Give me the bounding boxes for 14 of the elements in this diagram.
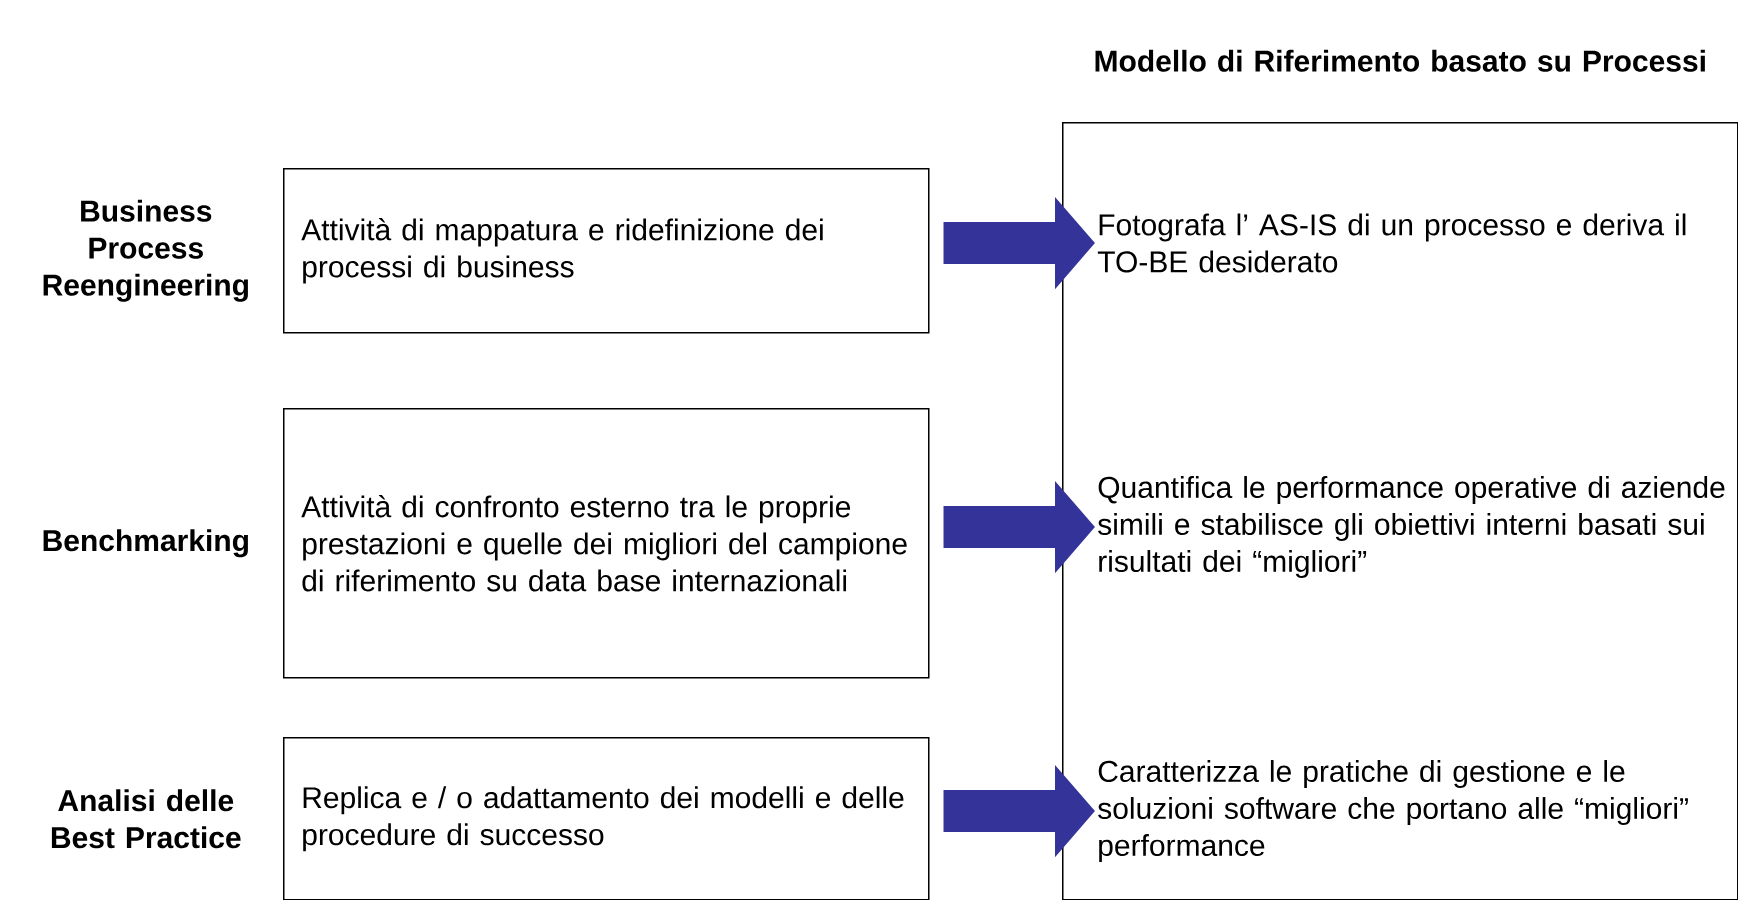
- text-box: [283, 737, 930, 900]
- box-text: Attività di confronto esterno tra le proprie prestazioni e quelle dei migliori del campione di riferimento su data base internazionali: [301, 495, 907, 592]
- row-heading: Analisi delle Best Practice: [51, 789, 241, 849]
- row-heading: Benchmarking: [43, 529, 248, 558]
- panel-text: Quantifica le performance operative di aziende simili e stabilisce gli obiettivi interni basati sui risultati dei “migliori”: [1098, 476, 1725, 578]
- panel-text: Fotografa l’ AS-IS di un processo e deriva il TO-BE desiderato: [1097, 213, 1686, 273]
- panel-text: Caratterizza le pratiche di gestione e le soluzioni software che portano alle “migliori” performance: [1098, 760, 1688, 862]
- text-box: [283, 408, 930, 679]
- box-text: Attività di mappatura e ridefinizione dei processi di business: [301, 218, 823, 284]
- panel-box: [1062, 122, 1738, 900]
- text-box: [283, 168, 930, 334]
- panel-heading: Modello di Riferimento basato su Processi: [1095, 49, 1705, 72]
- box-text: Replica e / o adattamento dei modelli e delle procedure di successo: [303, 786, 904, 852]
- row-heading: Business Process Reengineering: [43, 199, 248, 302]
